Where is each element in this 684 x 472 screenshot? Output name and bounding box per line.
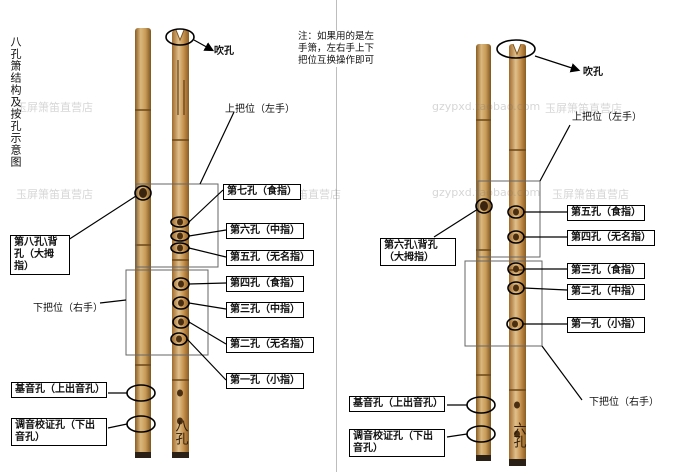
left-lower-hand-label: 下把位（右手） bbox=[33, 303, 103, 314]
right-hole3-label: 第三孔（食指） bbox=[567, 263, 645, 279]
watermark-shop-1: 玉屏箫笛直营店 bbox=[16, 101, 93, 114]
left-hole7-label: 第七孔（食指） bbox=[223, 184, 301, 200]
left-back-hole-ring bbox=[134, 185, 152, 201]
right-bamboo-engraving: 六孔 bbox=[511, 422, 527, 448]
right-upper-hand-box bbox=[477, 180, 541, 258]
note-text: 注：如果用的是左手箫，左右手上下把位互换操作即可 bbox=[298, 31, 382, 67]
left-back-flute bbox=[135, 28, 151, 458]
left-hole1-label: 第一孔（小指） bbox=[226, 373, 304, 389]
right-hole2-label: 第二孔（中指） bbox=[567, 284, 645, 300]
watermark-site-2: gzypxd.taobao.com bbox=[432, 186, 541, 199]
watermark-shop-5: 玉屏箫笛直营店 bbox=[552, 188, 629, 201]
left-blow-hole-ring bbox=[165, 28, 195, 46]
left-tuning-hole-label: 调音校证孔（下出音孔） bbox=[11, 418, 107, 446]
left-upper-hand-box bbox=[135, 183, 219, 268]
right-front-flute bbox=[509, 43, 526, 466]
right-tuning-hole-label: 调音校证孔（下出音孔） bbox=[349, 429, 445, 457]
left-bamboo-engraving: 八孔 bbox=[173, 419, 189, 445]
right-hole4-label: 第四孔（无名指） bbox=[567, 230, 655, 246]
left-base-hole-label: 基音孔（上出音孔） bbox=[11, 382, 107, 398]
left-upper-hand-label: 上把位（左手） bbox=[225, 104, 295, 115]
watermark-site-1: gzypxd.taobao.com bbox=[432, 100, 541, 113]
right-lower-hand-box bbox=[464, 260, 543, 347]
right-lower-hand-label: 下把位（右手） bbox=[589, 397, 659, 408]
watermark-shop-2: 玉屏箫笛直营店 bbox=[16, 188, 93, 201]
right-blow-hole-ring bbox=[496, 39, 536, 59]
right-back-hole-ring bbox=[475, 198, 493, 214]
left-hole3-label: 第三孔（中指） bbox=[226, 302, 304, 318]
watermark-shop-4: 玉屏箫笛直营店 bbox=[545, 102, 622, 115]
right-base-hole-label: 基音孔（上出音孔） bbox=[349, 396, 445, 412]
right-leader-lines bbox=[433, 55, 583, 438]
right-blow-hole-label: 吹孔 bbox=[583, 67, 603, 78]
left-leader-lines bbox=[67, 39, 235, 429]
left-hole8-back-label: 第八孔\背孔（大拇指） bbox=[10, 235, 70, 275]
right-upper-hand-label: 上把位（左手） bbox=[572, 112, 642, 123]
left-hole4-label: 第四孔（食指） bbox=[226, 276, 304, 292]
right-hole6-back-label: 第六孔\背孔（大拇指） bbox=[380, 238, 456, 266]
left-hole2-label: 第二孔（无名指） bbox=[226, 337, 314, 353]
right-hole5-label: 第五孔（食指） bbox=[567, 205, 645, 221]
left-blow-hole-label: 吹孔 bbox=[214, 46, 234, 57]
diagram-title: 八孔箫结构及按孔示意图 bbox=[9, 36, 22, 168]
right-hole1-label: 第一孔（小指） bbox=[567, 317, 645, 333]
left-hole6-label: 第六孔（中指） bbox=[226, 223, 304, 239]
center-divider bbox=[336, 0, 337, 472]
left-lower-hand-box bbox=[125, 269, 209, 356]
left-hole5-label: 第五孔（无名指） bbox=[226, 250, 314, 266]
